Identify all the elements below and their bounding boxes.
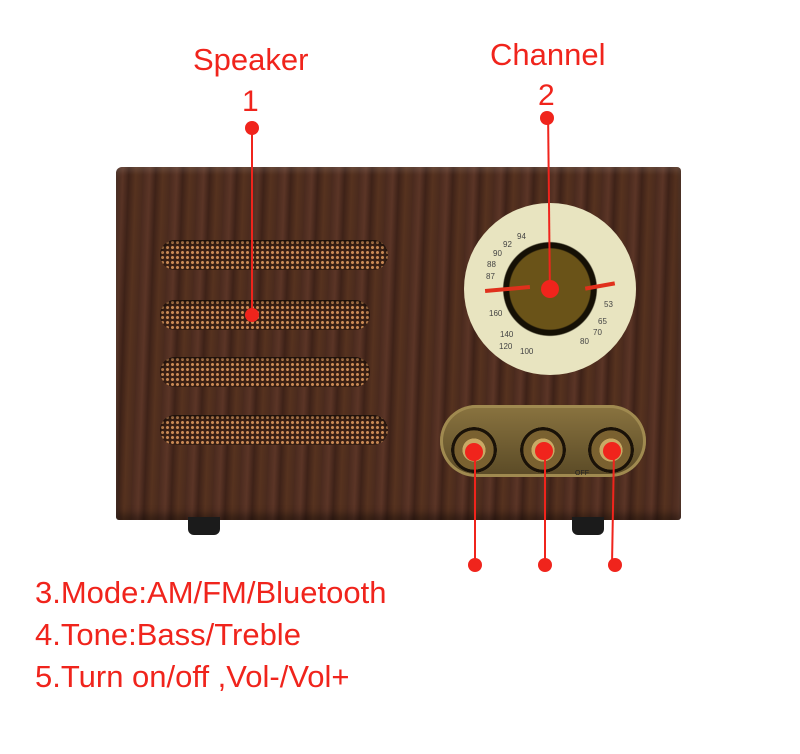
pointer-dot bbox=[603, 442, 621, 460]
mode-pointer-line bbox=[474, 450, 476, 565]
pointer-dot bbox=[245, 308, 259, 322]
radio-foot bbox=[188, 517, 220, 535]
caption-tone: 4.Tone:Bass/Treble bbox=[35, 617, 301, 652]
dial-mark: 70 bbox=[593, 328, 602, 337]
pointer-dot bbox=[541, 280, 559, 298]
speaker-pointer-line bbox=[251, 128, 253, 316]
off-label: OFF bbox=[575, 470, 589, 477]
radio-foot bbox=[572, 517, 604, 535]
pointer-dot bbox=[538, 558, 552, 572]
dial-mark: 88 bbox=[487, 260, 496, 269]
dial-mark: 65 bbox=[598, 317, 607, 326]
dial-mark: 53 bbox=[604, 300, 613, 309]
dial-mark: 90 bbox=[493, 249, 502, 258]
channel-number: 2 bbox=[538, 79, 555, 112]
speaker-grille bbox=[160, 300, 370, 330]
caption-mode: 3.Mode:AM/FM/Bluetooth bbox=[35, 575, 387, 610]
dial-mark: 94 bbox=[517, 232, 526, 241]
dial-mark: 87 bbox=[486, 272, 495, 281]
dial-mark: 160 bbox=[489, 309, 503, 318]
tone-pointer-line bbox=[544, 450, 546, 565]
pointer-dot bbox=[540, 111, 554, 125]
speaker-grille bbox=[160, 240, 388, 270]
pointer-dot bbox=[535, 442, 553, 460]
speaker-grille bbox=[160, 415, 388, 445]
pointer-dot bbox=[608, 558, 622, 572]
caption-power-volume: 5.Turn on/off ,Vol-/Vol+ bbox=[35, 659, 350, 694]
dial-mark: 140 bbox=[500, 330, 514, 339]
speaker-label: Speaker bbox=[193, 42, 309, 77]
channel-label: Channel bbox=[490, 37, 606, 72]
speaker-number: 1 bbox=[242, 85, 259, 118]
pointer-dot bbox=[468, 558, 482, 572]
dial-mark: 100 bbox=[520, 347, 534, 356]
speaker-grille bbox=[160, 357, 370, 387]
dial-mark: 120 bbox=[499, 342, 513, 351]
dial-mark: 80 bbox=[580, 337, 589, 346]
pointer-dot bbox=[465, 443, 483, 461]
dial-mark: 92 bbox=[503, 240, 512, 249]
pointer-dot bbox=[245, 121, 259, 135]
